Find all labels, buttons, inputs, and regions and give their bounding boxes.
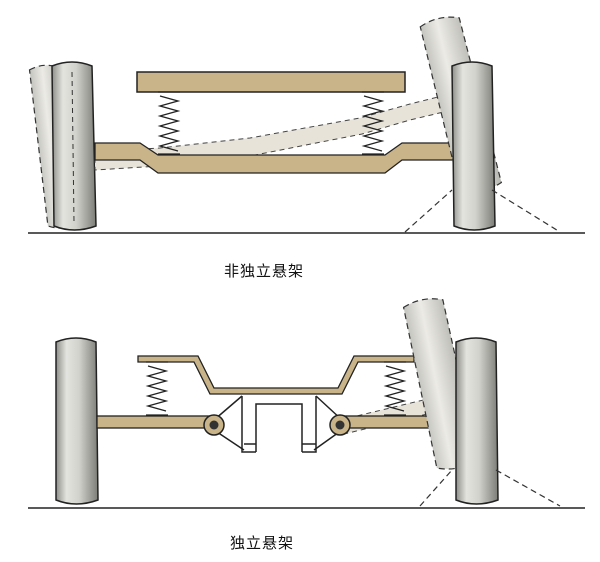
coil-spring-right: [383, 361, 407, 416]
pivot-joint-right: [329, 414, 351, 436]
ghost-axle: [94, 93, 453, 171]
left-wheel-top: [51, 61, 97, 231]
caption-non-independent: 非独立悬架: [224, 262, 305, 280]
chassis-frame-top: [136, 71, 406, 93]
coil-spring-left: [145, 361, 169, 416]
pivot-joint-left: [203, 414, 225, 436]
left-half-shaft: [96, 415, 216, 429]
right-wheel-top: [451, 61, 496, 231]
leaf-spring-left: [157, 91, 181, 155]
caption-independent: 独立悬架: [230, 534, 295, 552]
leaf-spring-right: [361, 91, 385, 155]
contact-lines-bottom: [419, 469, 561, 507]
non-independent-suspension: [28, 16, 585, 234]
chassis-frame-bottom: [137, 355, 415, 395]
right-wheel-bottom: [455, 337, 499, 505]
independent-suspension: [28, 298, 585, 509]
contact-lines-top: [404, 189, 561, 233]
differential-housing: [213, 395, 343, 453]
left-wheel-bottom: [55, 337, 99, 505]
